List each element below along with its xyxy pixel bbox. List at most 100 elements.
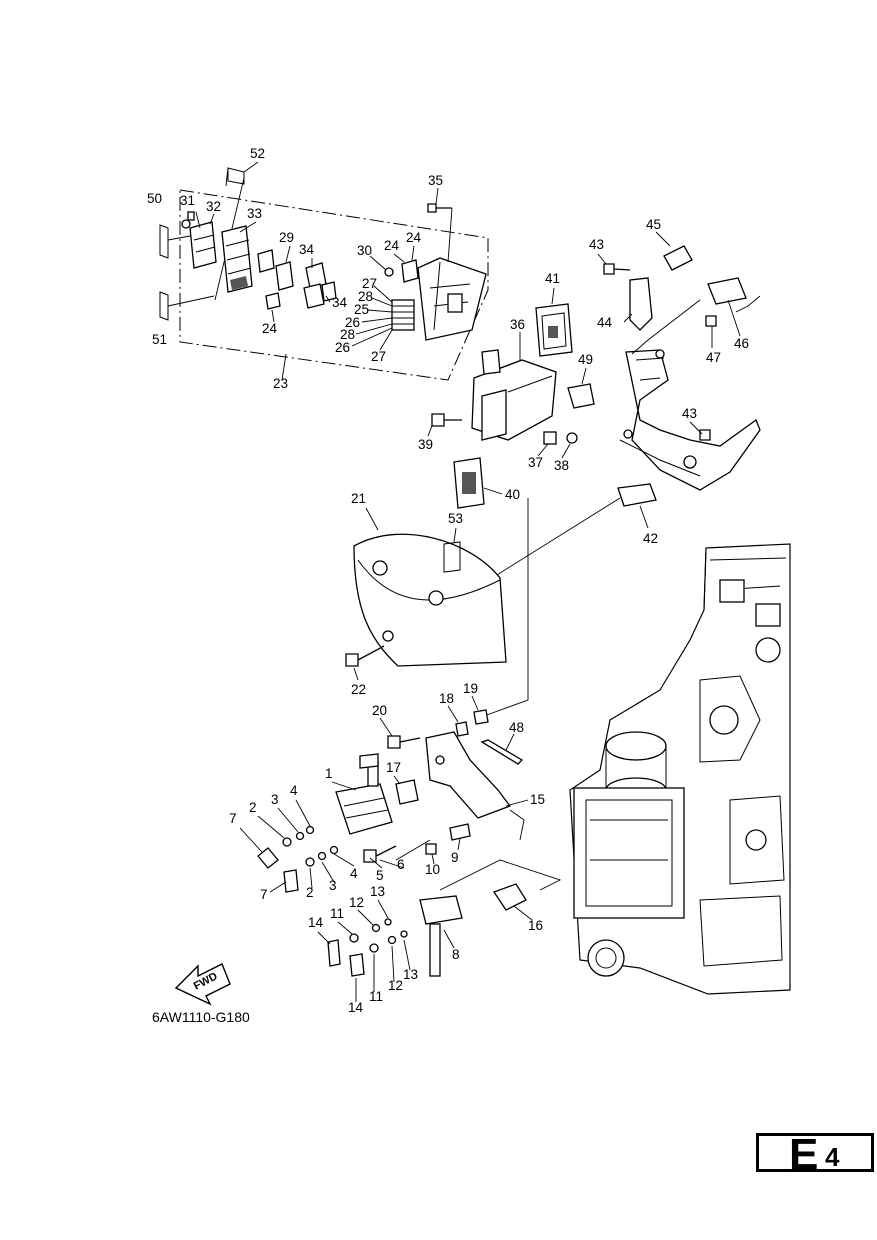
callout-18: 18 (439, 691, 454, 706)
flag-52 (225, 167, 245, 187)
callout-51: 51 (152, 332, 167, 347)
clip-9 (449, 823, 471, 841)
callout-4-a: 4 (290, 783, 298, 798)
flag-50 (159, 224, 169, 259)
callout-25: 25 (354, 302, 369, 317)
rubber-40 (453, 457, 485, 509)
flag-53 (443, 541, 461, 573)
callout-52: 52 (250, 146, 265, 161)
module-33 (221, 225, 253, 293)
callout-37: 37 (528, 455, 543, 470)
callout-24-a: 24 (262, 321, 278, 336)
callout-12-b: 12 (388, 978, 403, 993)
callout-43-b: 43 (682, 406, 697, 421)
callout-49: 49 (578, 352, 593, 367)
screw-43-a (603, 263, 631, 275)
page-tag: E 4 (756, 1130, 874, 1179)
fwd-arrow-icon: FWD (174, 963, 231, 1006)
callout-24-c: 24 (406, 230, 422, 245)
callout-3-a: 3 (271, 792, 279, 807)
screw-35 (427, 203, 452, 213)
relay-32 (187, 211, 217, 269)
fuse-box-base (417, 257, 487, 341)
page-tag-letter: E (789, 1130, 819, 1179)
cap-14-a (327, 939, 341, 967)
callout-34-a: 34 (299, 242, 315, 257)
bracket-36 (471, 349, 557, 441)
washer-3-a (295, 831, 305, 841)
bolt-22 (345, 645, 385, 667)
callout-14-b: 14 (348, 1000, 364, 1015)
fuse-strip (391, 299, 415, 331)
screw-6 (363, 845, 397, 863)
washer-4-b (329, 845, 339, 855)
drawing-code: 6AW1110-G180 (152, 1009, 250, 1025)
cap-14-b (349, 953, 365, 977)
washer-12-b (387, 935, 397, 945)
bolt-11-a (349, 933, 359, 943)
bolt-39 (431, 413, 462, 427)
washer-3-b (317, 851, 327, 861)
callout-19: 19 (463, 681, 478, 696)
callout-41: 41 (545, 271, 560, 286)
callout-50: 50 (147, 191, 162, 206)
bolt-2-b (305, 857, 315, 867)
screw-47 (705, 315, 717, 327)
callout-14-a: 14 (308, 915, 324, 930)
bracket-17 (395, 779, 419, 805)
callout-29: 29 (279, 230, 294, 245)
callout-13-b: 13 (403, 967, 418, 982)
coil-1 (335, 753, 393, 835)
callout-23: 23 (273, 376, 288, 391)
callout-3-b: 3 (329, 878, 337, 893)
relay-24-c (401, 259, 419, 283)
washer-13-b (400, 930, 408, 938)
callout-33: 33 (247, 206, 262, 221)
callout-48: 48 (509, 720, 524, 735)
callout-46: 46 (734, 336, 749, 351)
callout-40: 40 (505, 487, 520, 502)
cap-7-b (283, 869, 299, 893)
relay-29 (275, 261, 294, 291)
coil-8 (419, 895, 463, 977)
callout-8: 8 (452, 947, 460, 962)
cover-41 (535, 303, 573, 357)
engine-block (569, 543, 791, 995)
callout-32: 32 (206, 199, 221, 214)
callout-45: 45 (646, 217, 661, 232)
callout-2-a: 2 (249, 800, 257, 815)
callout-2-b: 2 (306, 885, 314, 900)
screw-30 (384, 267, 394, 277)
callout-31: 31 (180, 193, 195, 208)
tie-48 (480, 739, 524, 765)
callout-53: 53 (448, 511, 463, 526)
page-tag-number: 4 (825, 1142, 840, 1172)
grommet-18 (455, 721, 469, 737)
callout-42: 42 (643, 531, 658, 546)
collar-38 (566, 432, 578, 444)
callout-28-a: 28 (358, 289, 373, 304)
callout-4-b: 4 (350, 866, 358, 881)
cover-21 (353, 533, 507, 667)
relay-24-a (257, 249, 275, 273)
callout-24-b: 24 (384, 238, 400, 253)
callout-26-b: 26 (335, 340, 350, 355)
callout-5: 5 (376, 868, 384, 883)
callout-43-a: 43 (589, 237, 604, 252)
callout-30: 30 (357, 243, 372, 258)
callout-7-a: 7 (229, 811, 237, 826)
callout-17: 17 (386, 760, 401, 775)
callout-7-b: 7 (260, 887, 268, 902)
callout-leaders (195, 161, 741, 1002)
callout-12-a: 12 (349, 895, 364, 910)
callout-21: 21 (351, 491, 366, 506)
bracket-15 (425, 731, 512, 819)
callout-11-a: 11 (330, 906, 344, 921)
screw-31 (181, 219, 191, 229)
sensor-42 (617, 483, 657, 507)
callout-6: 6 (397, 857, 405, 872)
callout-44: 44 (597, 315, 613, 330)
assembly-dash-outline (179, 189, 489, 381)
relay-24-b (265, 292, 281, 310)
